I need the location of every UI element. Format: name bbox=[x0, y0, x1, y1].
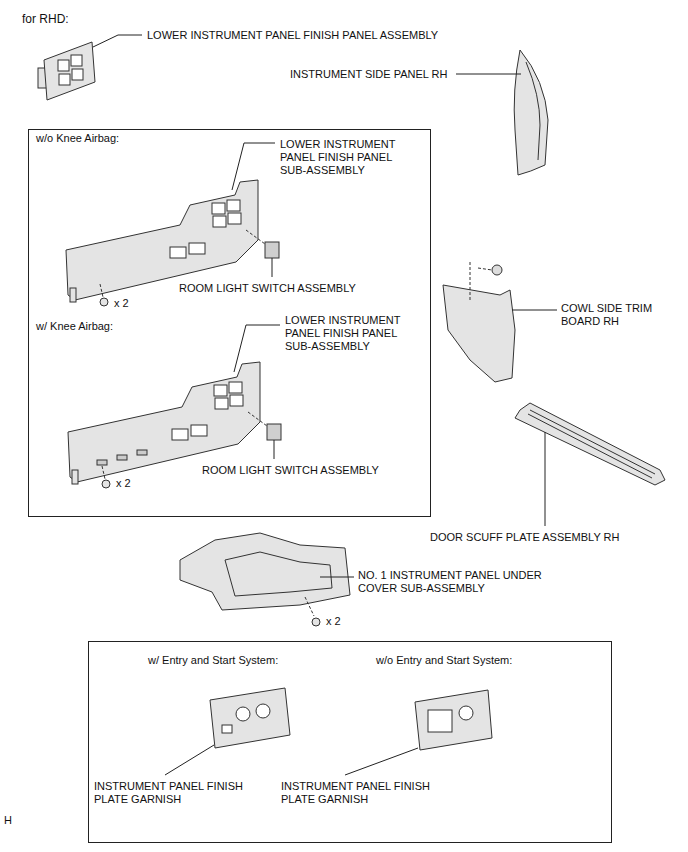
variant-heading: w/o Entry and Start System: bbox=[376, 654, 512, 667]
part-name: DOOR SCUFF PLATE ASSEMBLY RH bbox=[430, 531, 620, 544]
part-name: ROOM LIGHT SWITCH ASSEMBLY bbox=[202, 464, 379, 477]
part-name: INSTRUMENT SIDE PANEL RH bbox=[290, 68, 448, 81]
door-scuff-plate bbox=[515, 403, 665, 485]
variant-heading: w/ Entry and Start System: bbox=[148, 654, 278, 667]
leader-lines bbox=[93, 35, 557, 775]
variant-box: w/ Entry and Start System: w/o Entry and … bbox=[88, 641, 612, 843]
part-name: LOWER INSTRUMENT PANEL FINISH PANEL SUB-… bbox=[280, 138, 420, 177]
variant-box: w/o Knee Airbag: LOWER INSTRUMENT PANEL F… bbox=[28, 129, 431, 517]
part-name: x 2 bbox=[114, 297, 129, 310]
finish-plate-garnish bbox=[415, 690, 492, 750]
part-name: NO. 1 INSTRUMENT PANEL UNDER COVER SUB-A… bbox=[358, 569, 573, 595]
part-name: ROOM LIGHT SWITCH ASSEMBLY bbox=[179, 282, 356, 295]
under-cover bbox=[180, 533, 350, 626]
quantity-mark: x 2 bbox=[326, 615, 341, 628]
finish-panel-assembly bbox=[38, 42, 95, 100]
variant-note: for RHD: bbox=[22, 12, 69, 26]
finish-plate-garnish bbox=[210, 688, 290, 748]
part-name: x 2 bbox=[116, 477, 131, 490]
variant-heading: w/ Knee Airbag: bbox=[36, 320, 113, 333]
part-name: LOWER INSTRUMENT PANEL FINISH PANEL ASSE… bbox=[147, 29, 438, 42]
variant-heading: w/o Knee Airbag: bbox=[36, 132, 119, 145]
part-name: H bbox=[4, 814, 12, 827]
part-name: COWL SIDE TRIM BOARD RH bbox=[561, 302, 661, 328]
side-panel bbox=[514, 50, 548, 175]
part-name: INSTRUMENT PANEL FINISH PLATE GARNISH bbox=[94, 780, 269, 806]
part-name: INSTRUMENT PANEL FINISH PLATE GARNISH bbox=[281, 780, 431, 806]
cowl-side-trim bbox=[443, 262, 515, 382]
part-name: LOWER INSTRUMENT PANEL FINISH PANEL SUB-… bbox=[285, 314, 425, 353]
